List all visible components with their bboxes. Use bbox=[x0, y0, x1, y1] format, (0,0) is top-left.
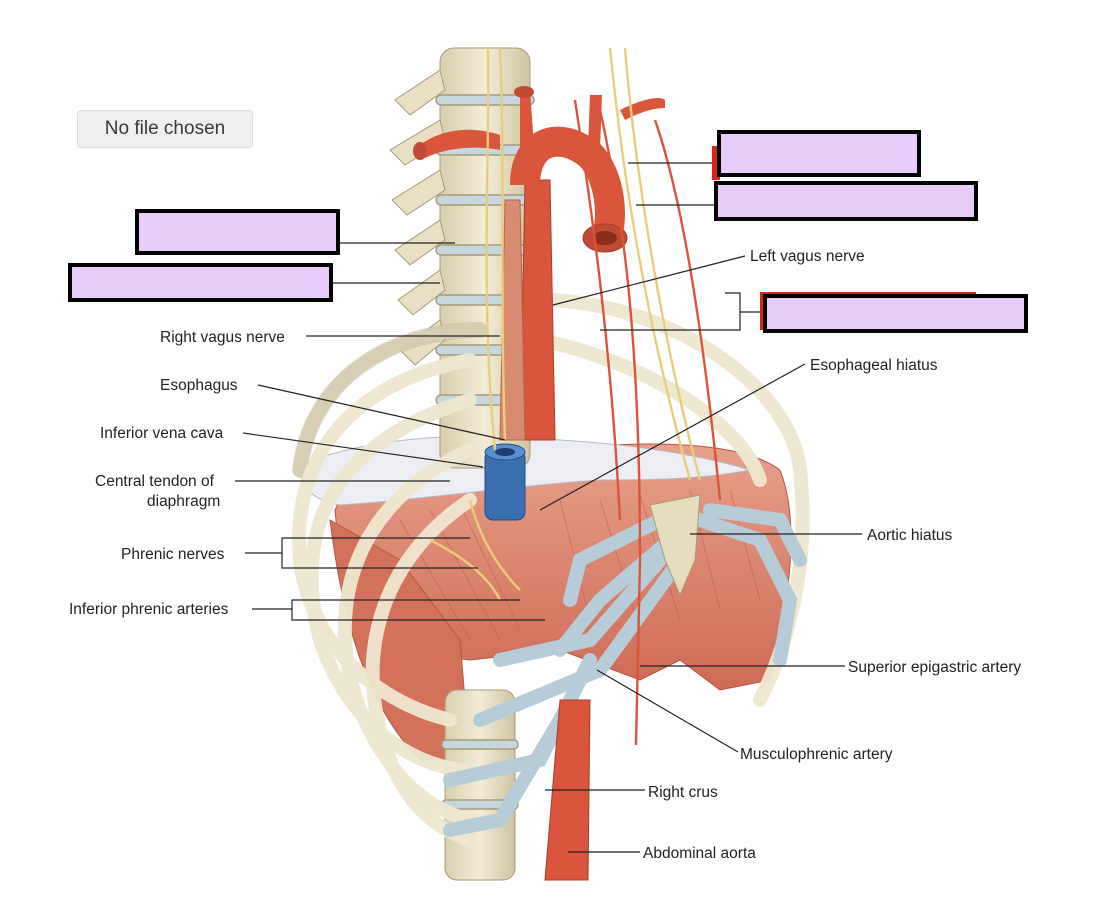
label-phrenic-nerves: Phrenic nerves bbox=[121, 546, 225, 563]
nerves bbox=[429, 47, 702, 601]
answer-box-right-3[interactable] bbox=[763, 294, 1028, 333]
label-esophageal-hiatus: Esophageal hiatus bbox=[810, 357, 938, 374]
answer-box-top-right-1[interactable] bbox=[717, 130, 921, 177]
label-superior-epigastric-artery: Superior epigastric artery bbox=[848, 659, 1021, 676]
label-esophagus: Esophagus bbox=[160, 377, 238, 394]
label-musculophrenic-artery: Musculophrenic artery bbox=[740, 746, 893, 763]
xiphoid-process bbox=[649, 494, 701, 597]
file-chooser-button[interactable]: No file chosen bbox=[77, 110, 253, 148]
answer-box-left-2[interactable] bbox=[68, 263, 333, 302]
label-central-tendon-line2: diaphragm bbox=[147, 493, 220, 510]
thoracic-arteries bbox=[573, 99, 722, 746]
label-inferior-phrenic-arteries: Inferior phrenic arteries bbox=[69, 601, 229, 618]
label-left-vagus-nerve: Left vagus nerve bbox=[750, 248, 865, 265]
label-right-crus: Right crus bbox=[648, 784, 718, 801]
label-right-vagus-nerve: Right vagus nerve bbox=[160, 329, 285, 346]
answer-box-left-1[interactable] bbox=[135, 209, 340, 255]
label-central-tendon-line1: Central tendon of bbox=[95, 473, 215, 490]
label-abdominal-aorta: Abdominal aorta bbox=[643, 845, 756, 862]
inferior-vena-cava bbox=[484, 443, 526, 521]
aorta bbox=[413, 86, 665, 881]
label-aortic-hiatus: Aortic hiatus bbox=[867, 527, 953, 544]
label-inferior-vena-cava: Inferior vena cava bbox=[100, 425, 224, 442]
esophagus bbox=[499, 199, 526, 441]
answer-box-top-right-2[interactable] bbox=[714, 181, 978, 221]
leader-lines bbox=[235, 162, 862, 853]
red-marker bbox=[712, 146, 720, 180]
costal-cartilage bbox=[443, 503, 807, 837]
ribs bbox=[292, 293, 810, 847]
